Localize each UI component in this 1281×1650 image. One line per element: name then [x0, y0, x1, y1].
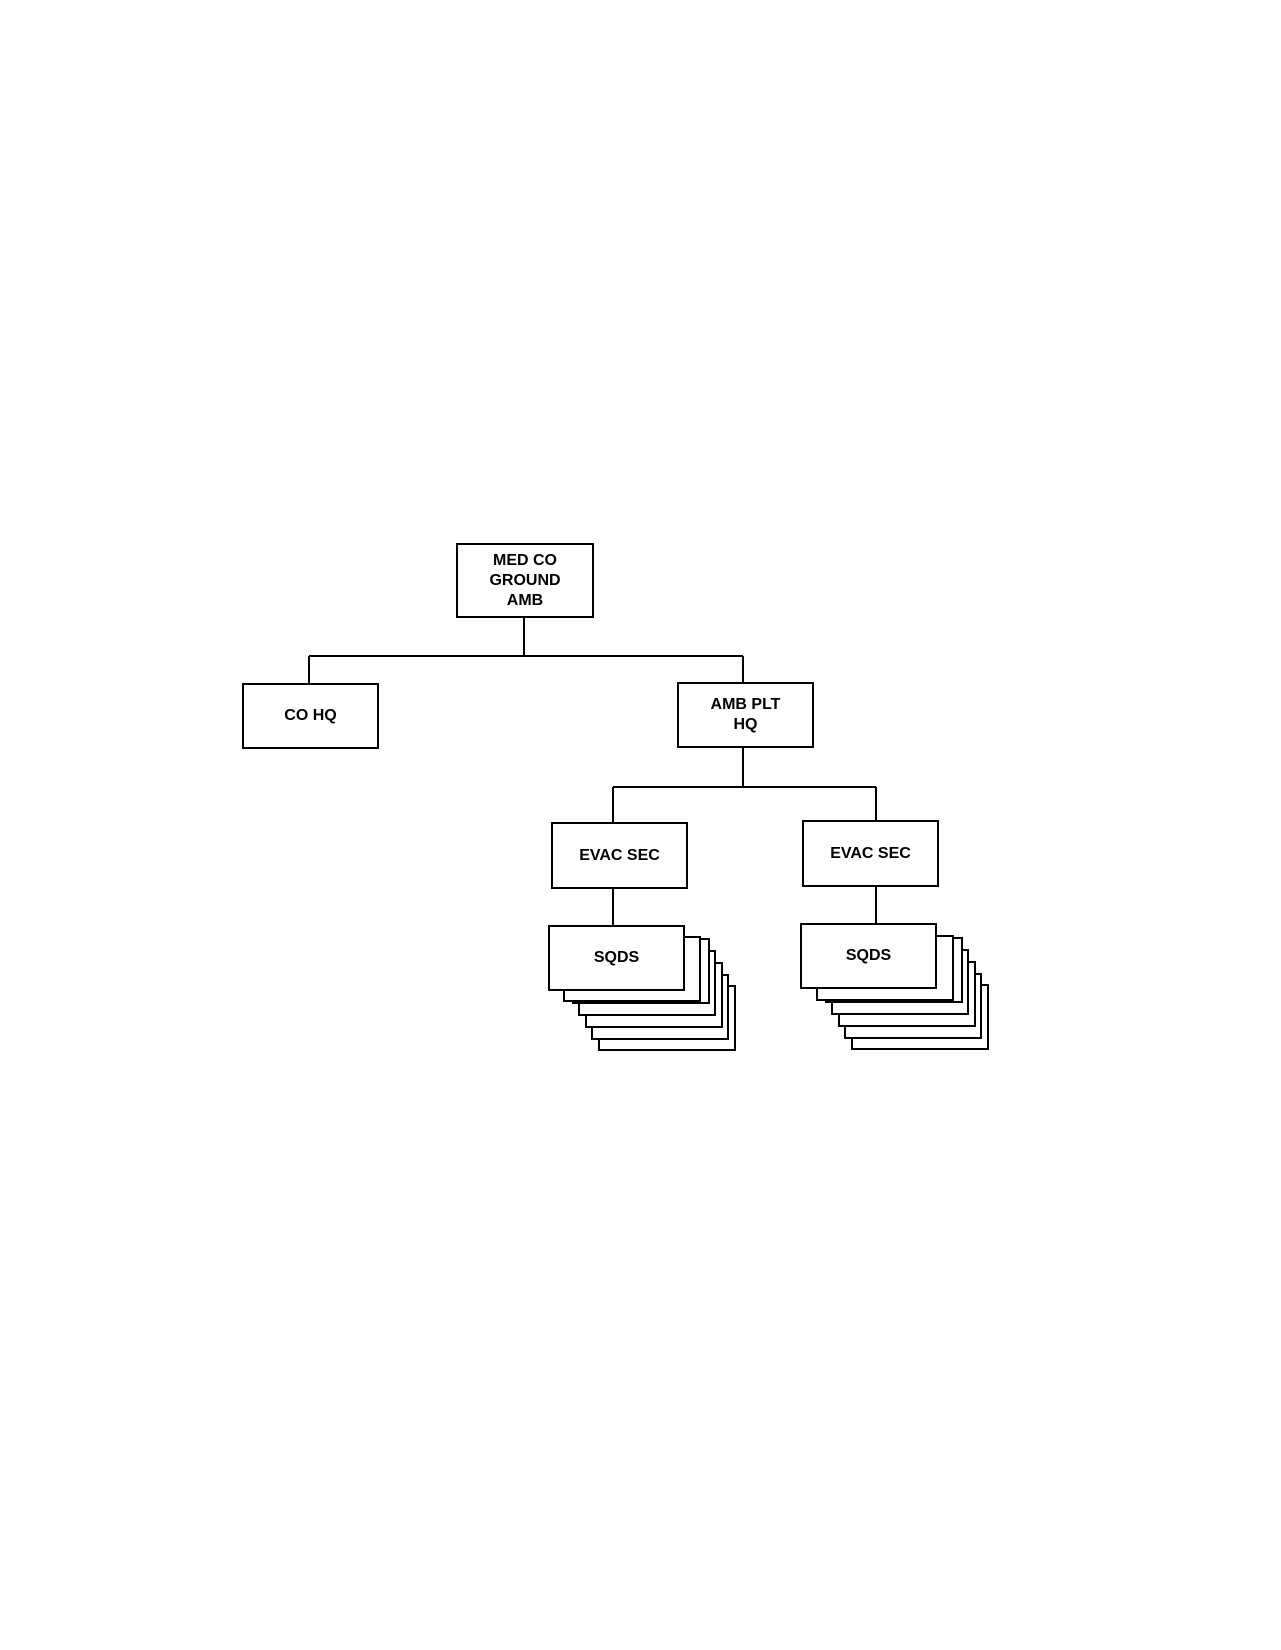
connector-plt-evac	[612, 747, 877, 823]
node-evac-sec-right: EVAC SEC	[802, 820, 939, 887]
connector-root-bus	[308, 617, 744, 684]
node-amb-plt-hq: AMB PLT HQ	[677, 682, 814, 748]
node-med-co-ground-amb: MED CO GROUND AMB	[456, 543, 594, 618]
node-sqds-right: SQDS	[800, 923, 937, 989]
node-co-hq: CO HQ	[242, 683, 379, 749]
node-evac-sec-left: EVAC SEC	[551, 822, 688, 889]
node-sqds-left: SQDS	[548, 925, 685, 991]
